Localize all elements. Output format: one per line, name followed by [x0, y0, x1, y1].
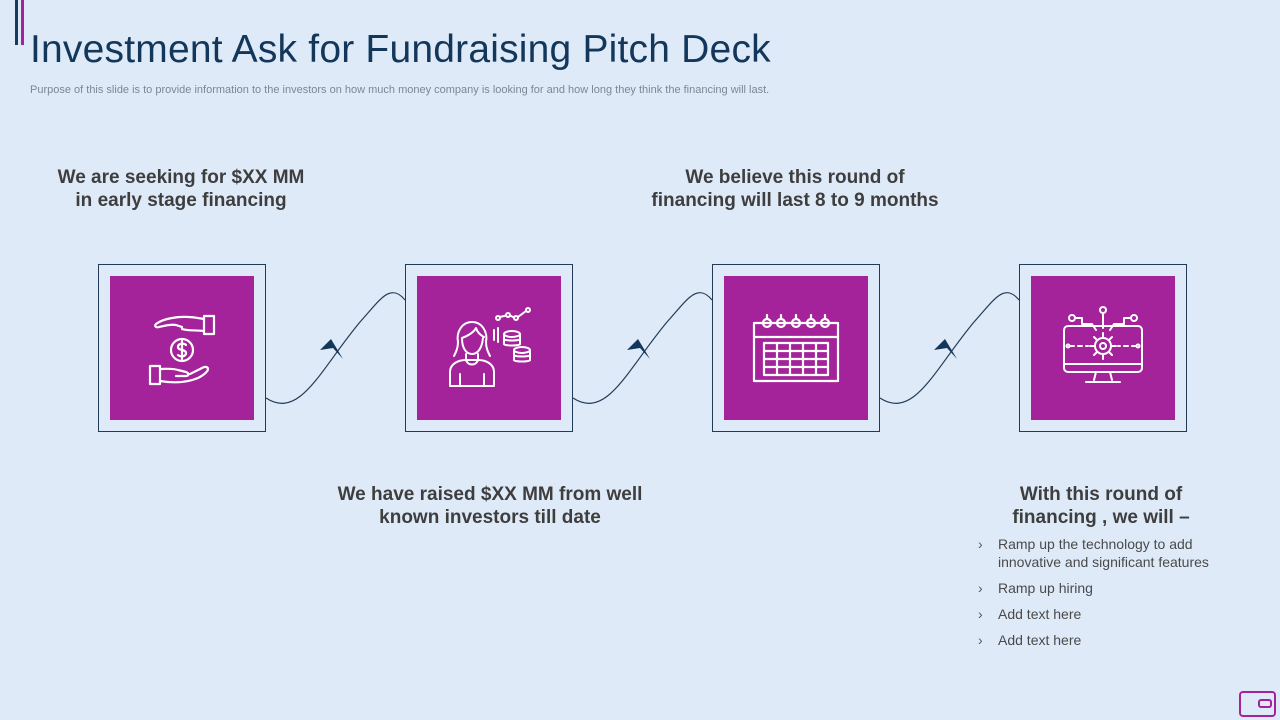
wallet-icon	[1239, 691, 1276, 717]
caption-line: known investors till date	[379, 507, 601, 528]
investor-growth-icon	[417, 276, 561, 420]
page-subtitle: Purpose of this slide is to provide info…	[30, 84, 770, 96]
financing-plan-list: › Ramp up the technology to add innovativ…	[978, 535, 1238, 657]
chevron-right-icon: ›	[978, 632, 983, 648]
list-item: › Add text here	[978, 605, 1238, 623]
accent-bar-magenta	[21, 0, 24, 45]
caption-line: in early stage financing	[75, 190, 287, 211]
caption-seeking: We are seeking for $XX MM in early stage…	[40, 166, 322, 212]
list-item-text: Ramp up hiring	[998, 580, 1093, 596]
money-hands-icon	[110, 276, 254, 420]
arrow-icon	[934, 339, 957, 359]
list-item: › Ramp up the technology to add innovativ…	[978, 535, 1238, 571]
caption-line: With this round of	[1019, 484, 1183, 505]
caption-line: financing , we will –	[1012, 507, 1190, 528]
caption-raised: We have raised $XX MM from well known in…	[320, 483, 660, 529]
tech-gear-monitor-icon	[1031, 276, 1175, 420]
step-box-seeking	[98, 264, 266, 432]
step-box-with-round	[1019, 264, 1187, 432]
arrow-icon	[320, 339, 343, 359]
caption-line: We believe this round of	[685, 167, 905, 188]
chevron-right-icon: ›	[978, 536, 983, 552]
list-item: › Add text here	[978, 631, 1238, 649]
caption-with-round: With this round of financing , we will –	[980, 483, 1222, 529]
chevron-right-icon: ›	[978, 606, 983, 622]
list-item-text: Add text here	[998, 606, 1082, 622]
chevron-right-icon: ›	[978, 580, 983, 596]
caption-line: We are seeking for $XX MM	[57, 167, 305, 188]
calendar-icon	[724, 276, 868, 420]
accent-bar-navy	[15, 0, 18, 45]
list-item: › Ramp up hiring	[978, 579, 1238, 597]
caption-line: We have raised $XX MM from well	[337, 484, 643, 505]
caption-line: financing will last 8 to 9 months	[651, 190, 939, 211]
list-item-text: Add text here	[998, 632, 1082, 648]
step-box-believe	[712, 264, 880, 432]
list-item-text: Ramp up the technology to add innovative…	[998, 536, 1209, 570]
step-box-raised	[405, 264, 573, 432]
caption-believe: We believe this round of financing will …	[635, 166, 955, 212]
page-title: Investment Ask for Fundraising Pitch Dec…	[30, 28, 771, 71]
arrow-icon	[627, 339, 650, 359]
